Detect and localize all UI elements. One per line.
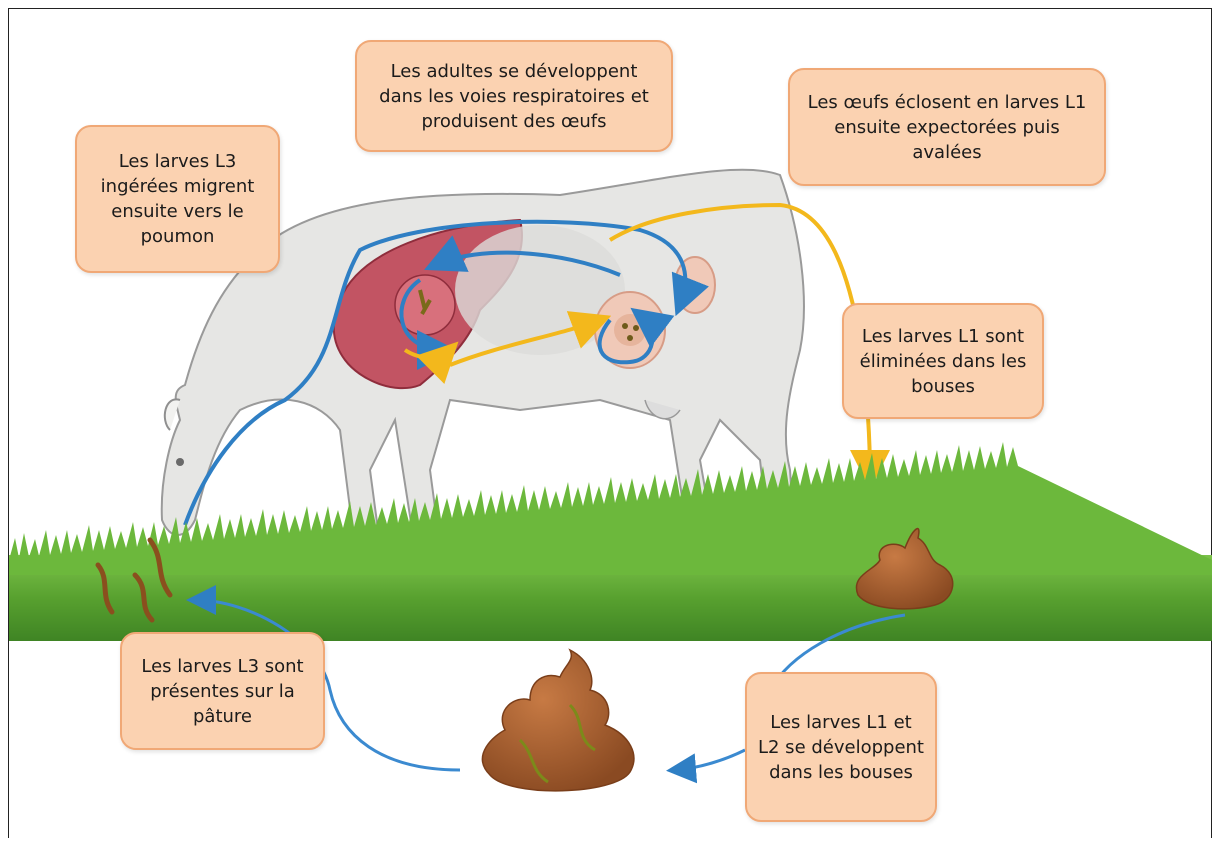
step-box-l1-l2-develop: Les larves L1 et L2 se développent dans …: [745, 672, 937, 822]
step-box-eggs-hatch: Les œufs éclosent en larves L1 ensuite e…: [788, 68, 1106, 186]
dung-pile-large: [482, 650, 633, 791]
step-box-l3-ingested: Les larves L3 ingérées migrent ensuite v…: [75, 125, 280, 273]
step-box-l3-pasture: Les larves L3 sont présentes sur la pâtu…: [120, 632, 325, 750]
step-box-adults-develop: Les adultes se développent dans les voie…: [355, 40, 673, 152]
step-box-l1-eliminated: Les larves L1 sont éliminées dans les bo…: [842, 303, 1044, 419]
